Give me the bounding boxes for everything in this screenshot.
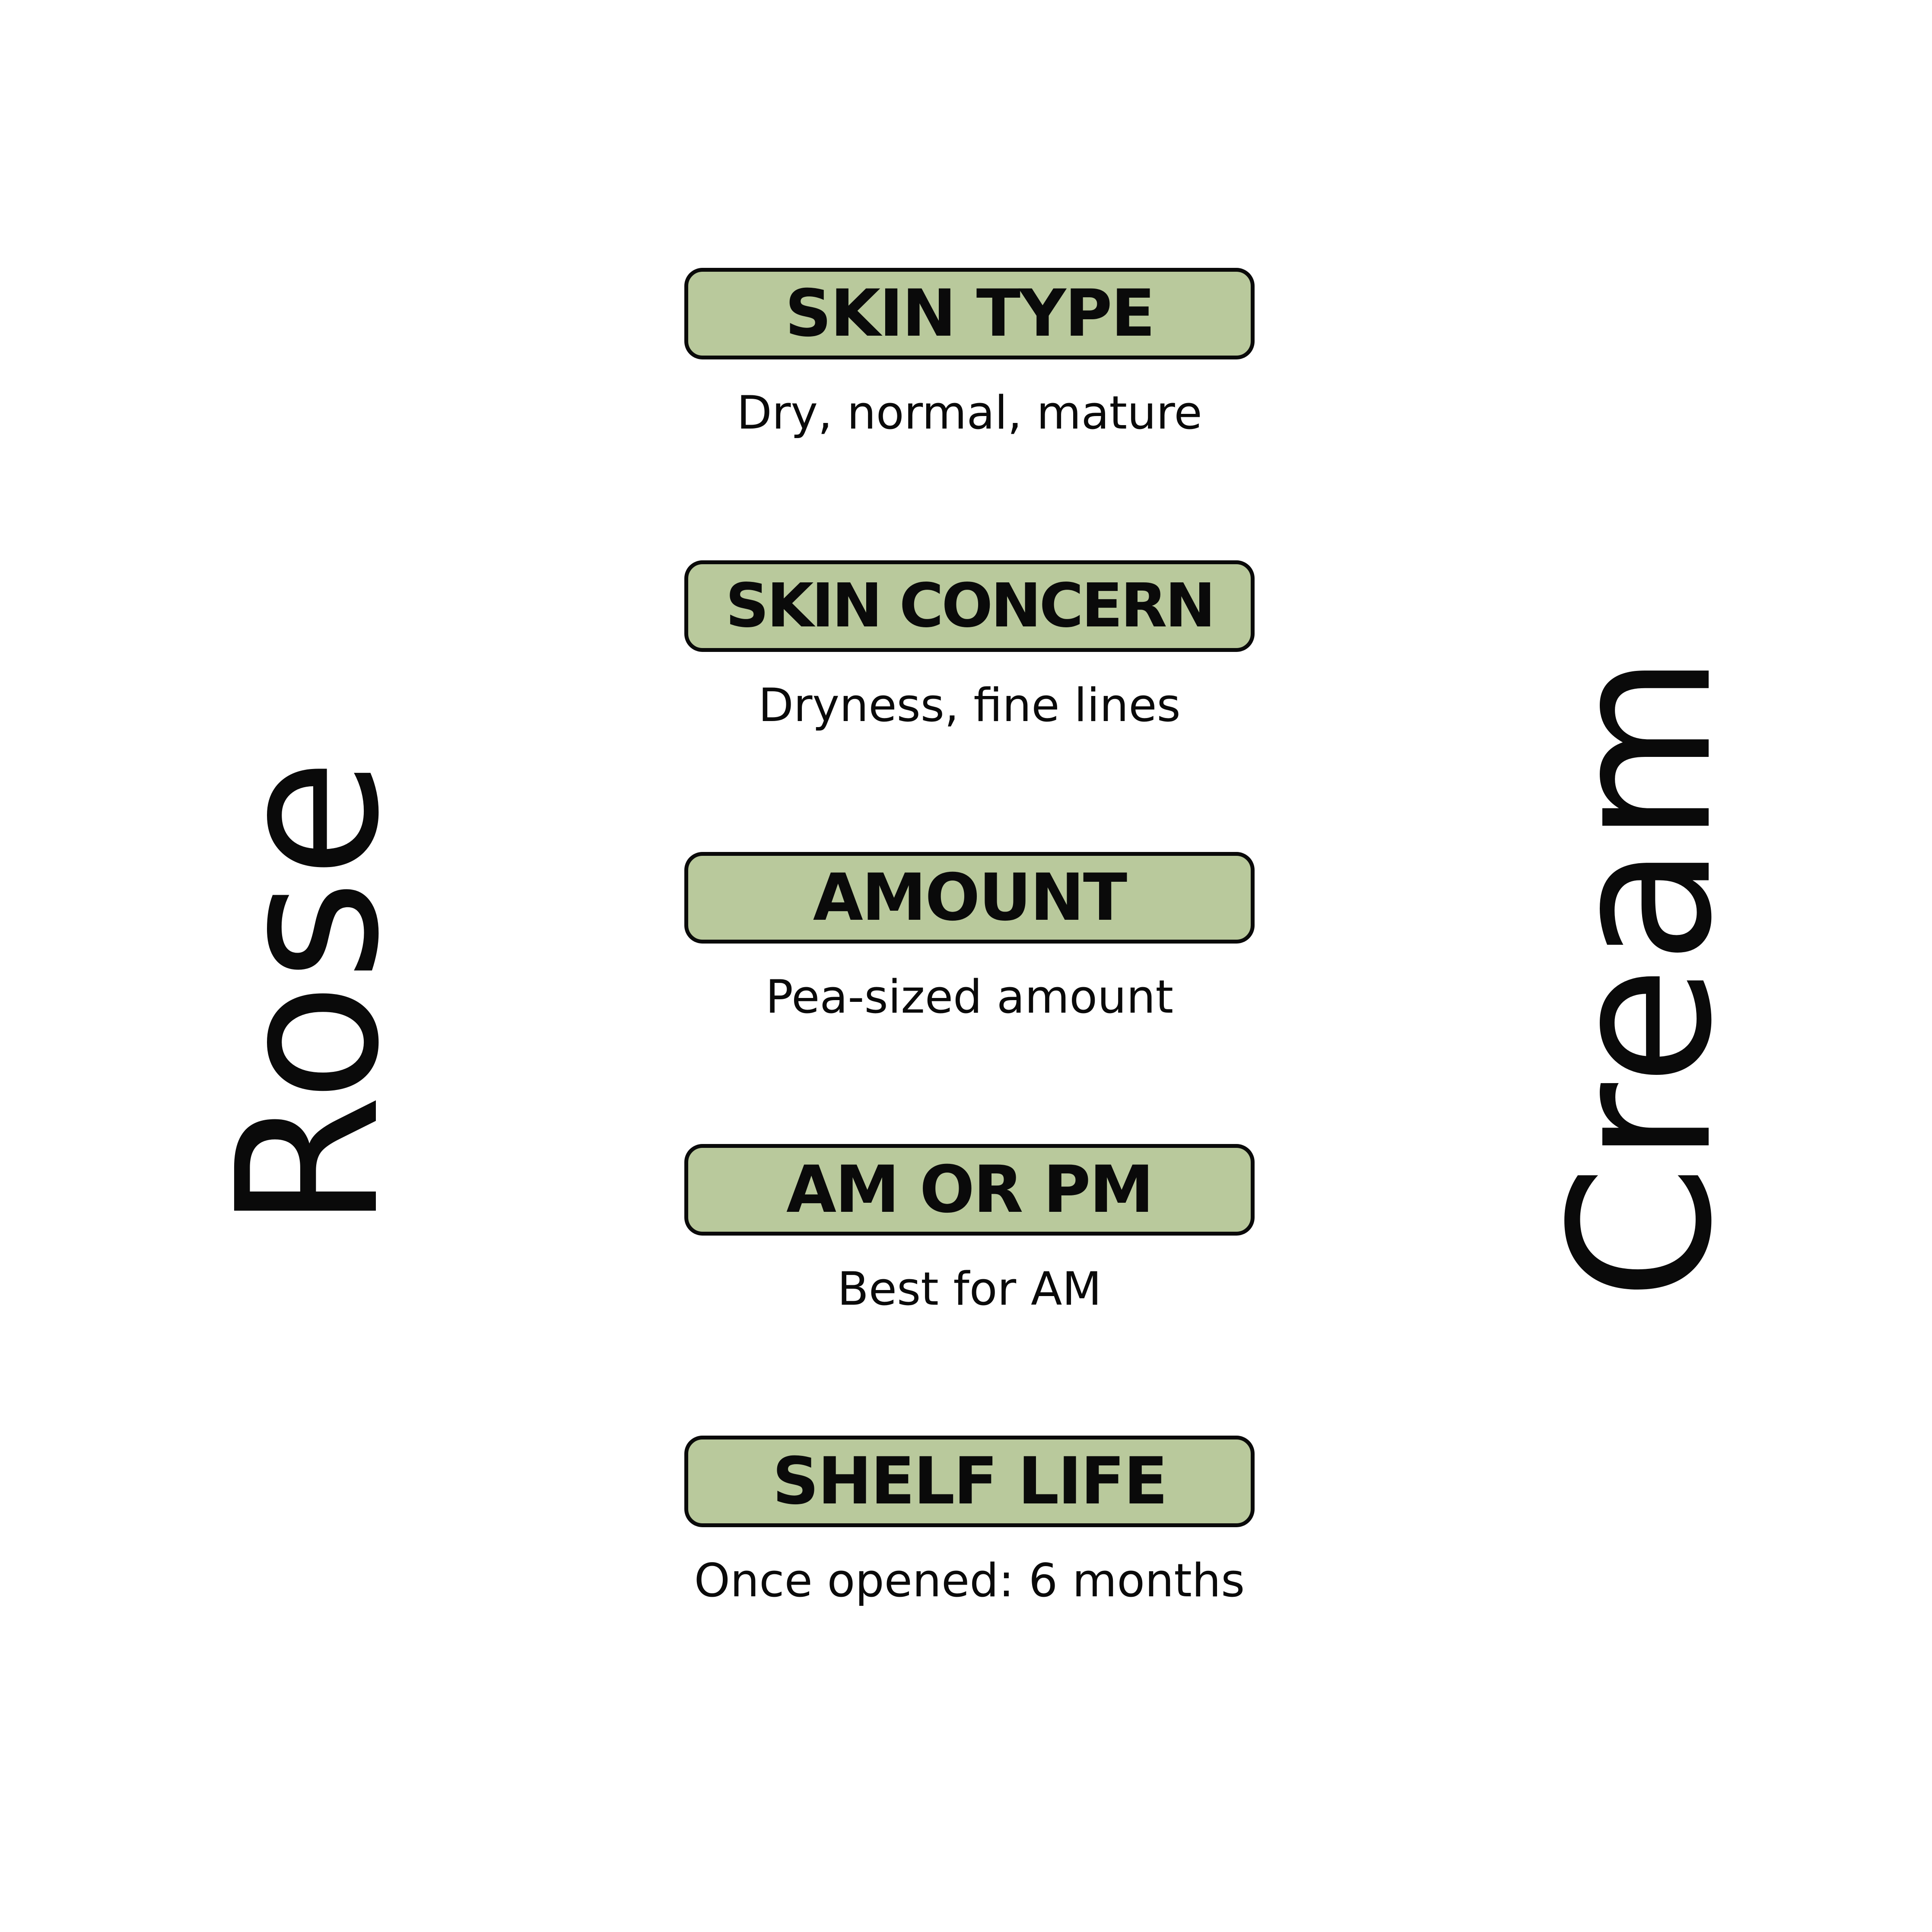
section-am-or-pm: AM OR PM Best for AM xyxy=(684,1144,1255,1315)
section-skin-type: SKIN TYPE Dry, normal, mature xyxy=(684,268,1255,439)
shelf-life-value: Once opened: 6 months xyxy=(694,1554,1245,1607)
am-or-pm-label-pill: AM OR PM xyxy=(684,1144,1255,1236)
amount-label-pill: AMOUNT xyxy=(684,852,1255,944)
shelf-life-label: SHELF LIFE xyxy=(772,1444,1168,1519)
am-or-pm-label: AM OR PM xyxy=(786,1152,1154,1227)
product-name-cream: Cream xyxy=(1528,652,1755,1301)
product-name-rose: Rose xyxy=(196,756,422,1230)
amount-value: Pea-sized amount xyxy=(765,970,1174,1023)
skin-type-value: Dry, normal, mature xyxy=(737,386,1202,439)
skin-concern-label-pill: SKIN CONCERN xyxy=(684,560,1255,652)
am-or-pm-value: Best for AM xyxy=(837,1262,1102,1316)
skin-type-label-pill: SKIN TYPE xyxy=(684,268,1255,359)
skin-type-label: SKIN TYPE xyxy=(785,276,1155,351)
shelf-life-label-pill: SHELF LIFE xyxy=(684,1436,1255,1527)
amount-label: AMOUNT xyxy=(813,860,1128,935)
skin-concern-value: Dryness, fine lines xyxy=(758,679,1181,732)
section-shelf-life: SHELF LIFE Once opened: 6 months xyxy=(684,1436,1255,1606)
section-amount: AMOUNT Pea-sized amount xyxy=(684,852,1255,1023)
section-skin-concern: SKIN CONCERN Dryness, fine lines xyxy=(684,560,1255,731)
skin-concern-label: SKIN CONCERN xyxy=(725,571,1216,641)
